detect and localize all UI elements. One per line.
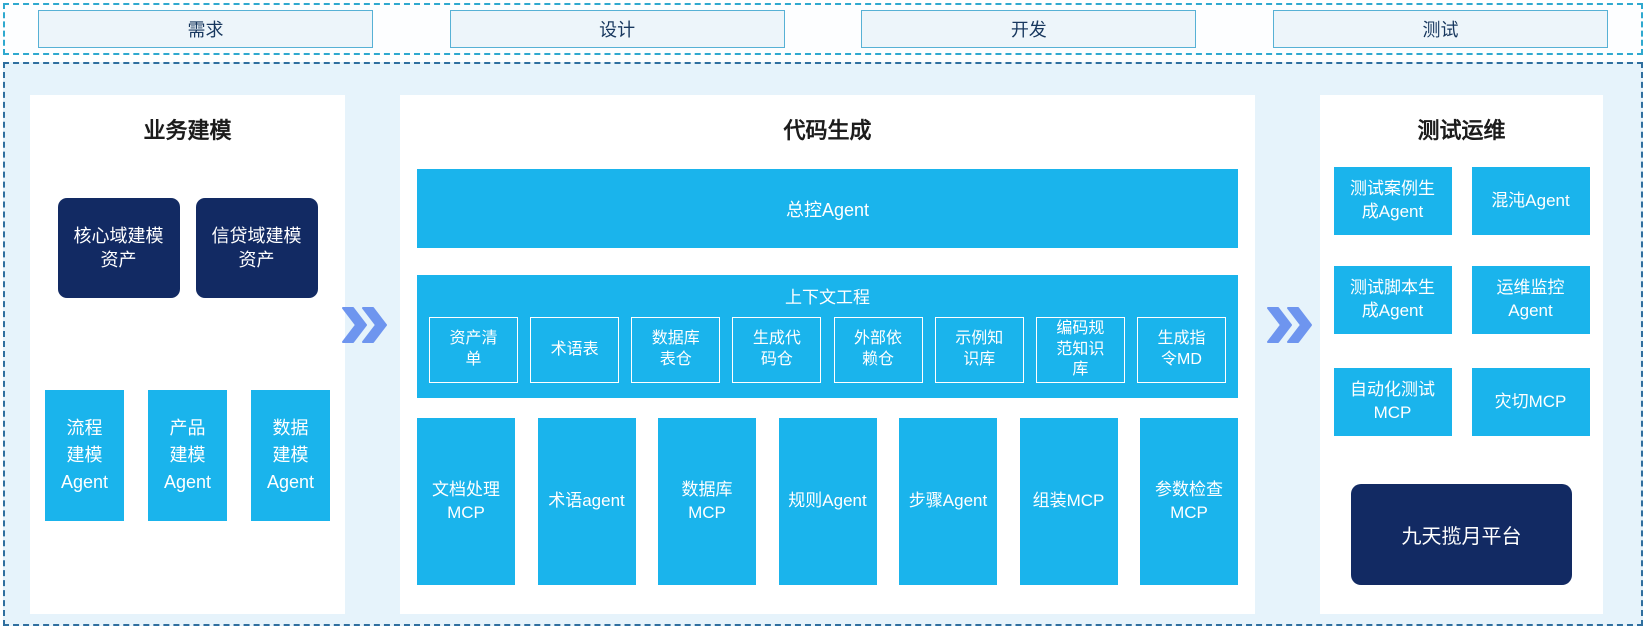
- double-chevron-icon: [1267, 307, 1312, 343]
- test-ops-row-1: 测试案例生 成Agent 混沌Agent: [1320, 167, 1603, 235]
- box-process-modeling-agent: 流程 建模 Agent: [45, 390, 124, 521]
- test-ops-row-3: 自动化测试 MCP 灾切MCP: [1320, 368, 1603, 436]
- phase-strip: 需求 设计 开发 测试: [3, 3, 1643, 55]
- box-generation-instruction-md: 生成指 令MD: [1136, 317, 1226, 383]
- box-test-script-generation-agent: 测试脚本生 成Agent: [1333, 266, 1452, 334]
- box-generated-code-repo: 生成代 码仓: [732, 317, 822, 383]
- box-chaos-agent: 混沌Agent: [1471, 167, 1590, 235]
- context-engineering-title: 上下文工程: [785, 288, 870, 307]
- phase-design: 设计: [449, 10, 785, 48]
- box-doc-processing-mcp: 文档处理 MCP: [417, 418, 515, 585]
- panel-title-code-generation: 代码生成: [783, 118, 872, 143]
- context-engineering-row: 资产清 单 术语表 数据库 表仓 生成代 码仓 外部依 赖仓 示例知 识库 编码…: [417, 308, 1238, 383]
- box-master-agent: 总控Agent: [417, 169, 1238, 248]
- box-automated-test-mcp: 自动化测试 MCP: [1333, 368, 1452, 436]
- code-generation-tool-row: 文档处理 MCP 术语agent 数据库 MCP 规则Agent 步骤Agent…: [417, 418, 1238, 585]
- box-rule-agent: 规则Agent: [778, 418, 877, 585]
- box-credit-domain-assets: 信贷域建模 资产: [195, 198, 318, 298]
- main-canvas: 业务建模 核心域建模 资产 信贷域建模 资产 流程 建模 Agent 产品 建模…: [3, 62, 1643, 626]
- box-glossary-agent: 术语agent: [537, 418, 636, 585]
- box-asset-list: 资产清 单: [429, 317, 518, 383]
- box-coding-standard-knowledge-base: 编码规 范知识 库: [1035, 317, 1125, 383]
- phase-testing: 测试: [1272, 10, 1608, 48]
- panel-code-generation: 代码生成 总控Agent 上下文工程 资产清 单 术语表 数据库 表仓 生成代 …: [400, 95, 1255, 614]
- context-engineering-block: 上下文工程 资产清 单 术语表 数据库 表仓 生成代 码仓 外部依 赖仓 示例知…: [417, 275, 1238, 398]
- panel-test-ops: 测试运维 测试案例生 成Agent 混沌Agent 测试脚本生 成Agent 运…: [1320, 95, 1603, 614]
- box-example-knowledge-base: 示例知 识库: [934, 317, 1024, 383]
- phase-requirements: 需求: [38, 10, 373, 48]
- modeling-agent-row: 流程 建模 Agent 产品 建模 Agent 数据 建模 Agent: [30, 390, 345, 521]
- panel-business-modeling: 业务建模 核心域建模 资产 信贷域建模 资产 流程 建模 Agent 产品 建模…: [30, 95, 345, 614]
- box-assembly-mcp: 组装MCP: [1019, 418, 1118, 585]
- panel-title-business-modeling: 业务建模: [143, 118, 232, 143]
- box-test-case-generation-agent: 测试案例生 成Agent: [1333, 167, 1452, 235]
- box-ops-monitoring-agent: 运维监控 Agent: [1471, 266, 1590, 334]
- box-glossary: 术语表: [530, 317, 620, 383]
- box-core-domain-assets: 核心域建模 资产: [57, 198, 180, 298]
- box-product-modeling-agent: 产品 建模 Agent: [148, 390, 227, 521]
- box-db-table-repo: 数据库 表仓: [631, 317, 721, 383]
- box-database-mcp: 数据库 MCP: [658, 418, 756, 585]
- box-param-check-mcp: 参数检查 MCP: [1140, 418, 1238, 585]
- panel-title-test-ops: 测试运维: [1417, 118, 1506, 143]
- box-external-dependency-repo: 外部依 赖仓: [833, 317, 923, 383]
- box-step-agent: 步骤Agent: [899, 418, 997, 585]
- modeling-asset-row: 核心域建模 资产 信贷域建模 资产: [30, 198, 345, 298]
- double-chevron-icon: [342, 307, 387, 343]
- phase-development: 开发: [861, 10, 1197, 48]
- box-jiutian-lanyue-platform: 九天揽月平台: [1351, 484, 1572, 585]
- box-disaster-switch-mcp: 灾切MCP: [1471, 368, 1590, 436]
- box-data-modeling-agent: 数据 建模 Agent: [251, 390, 330, 521]
- test-ops-row-2: 测试脚本生 成Agent 运维监控 Agent: [1320, 266, 1603, 334]
